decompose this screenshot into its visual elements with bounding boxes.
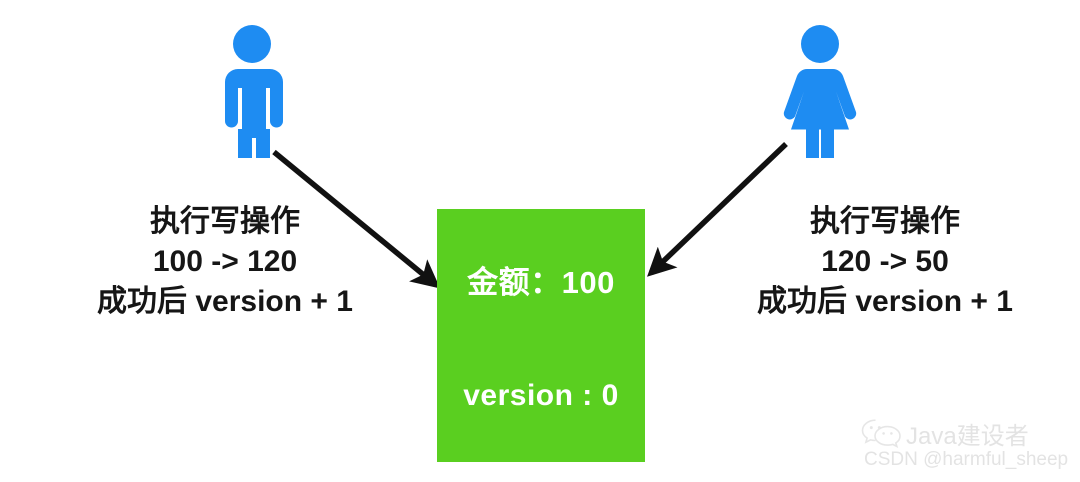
annotation-right-line2: 120 -> 50: [821, 245, 949, 279]
watermark: Java建设者 CSDN @harmful_sheep: [858, 416, 1080, 480]
female-person-icon: [779, 24, 861, 190]
record-box: 金额：100 version : 0: [437, 209, 645, 462]
male-person-icon: [214, 24, 290, 198]
annotation-left-line2: 100 -> 120: [152, 245, 298, 279]
annotation-right-line1: 执行写操作: [810, 205, 960, 238]
annotation-right: 执行写操作 120 -> 50 成功后 version + 1: [700, 202, 1070, 323]
watermark-brand: Java建设者: [906, 423, 1029, 450]
record-amount-label: 金额：100: [467, 265, 615, 300]
watermark-credit: CSDN @harmful_sheep: [864, 449, 1069, 470]
annotation-right-line3: 成功后 version + 1: [757, 285, 1013, 319]
annotation-left: 执行写操作 100 -> 120 成功后 version + 1: [40, 202, 410, 323]
wechat-icon: [861, 419, 901, 448]
annotation-left-line3: 成功后 version + 1: [97, 285, 353, 319]
record-version-label: version : 0: [463, 379, 619, 412]
annotation-left-line1: 执行写操作: [150, 205, 300, 238]
